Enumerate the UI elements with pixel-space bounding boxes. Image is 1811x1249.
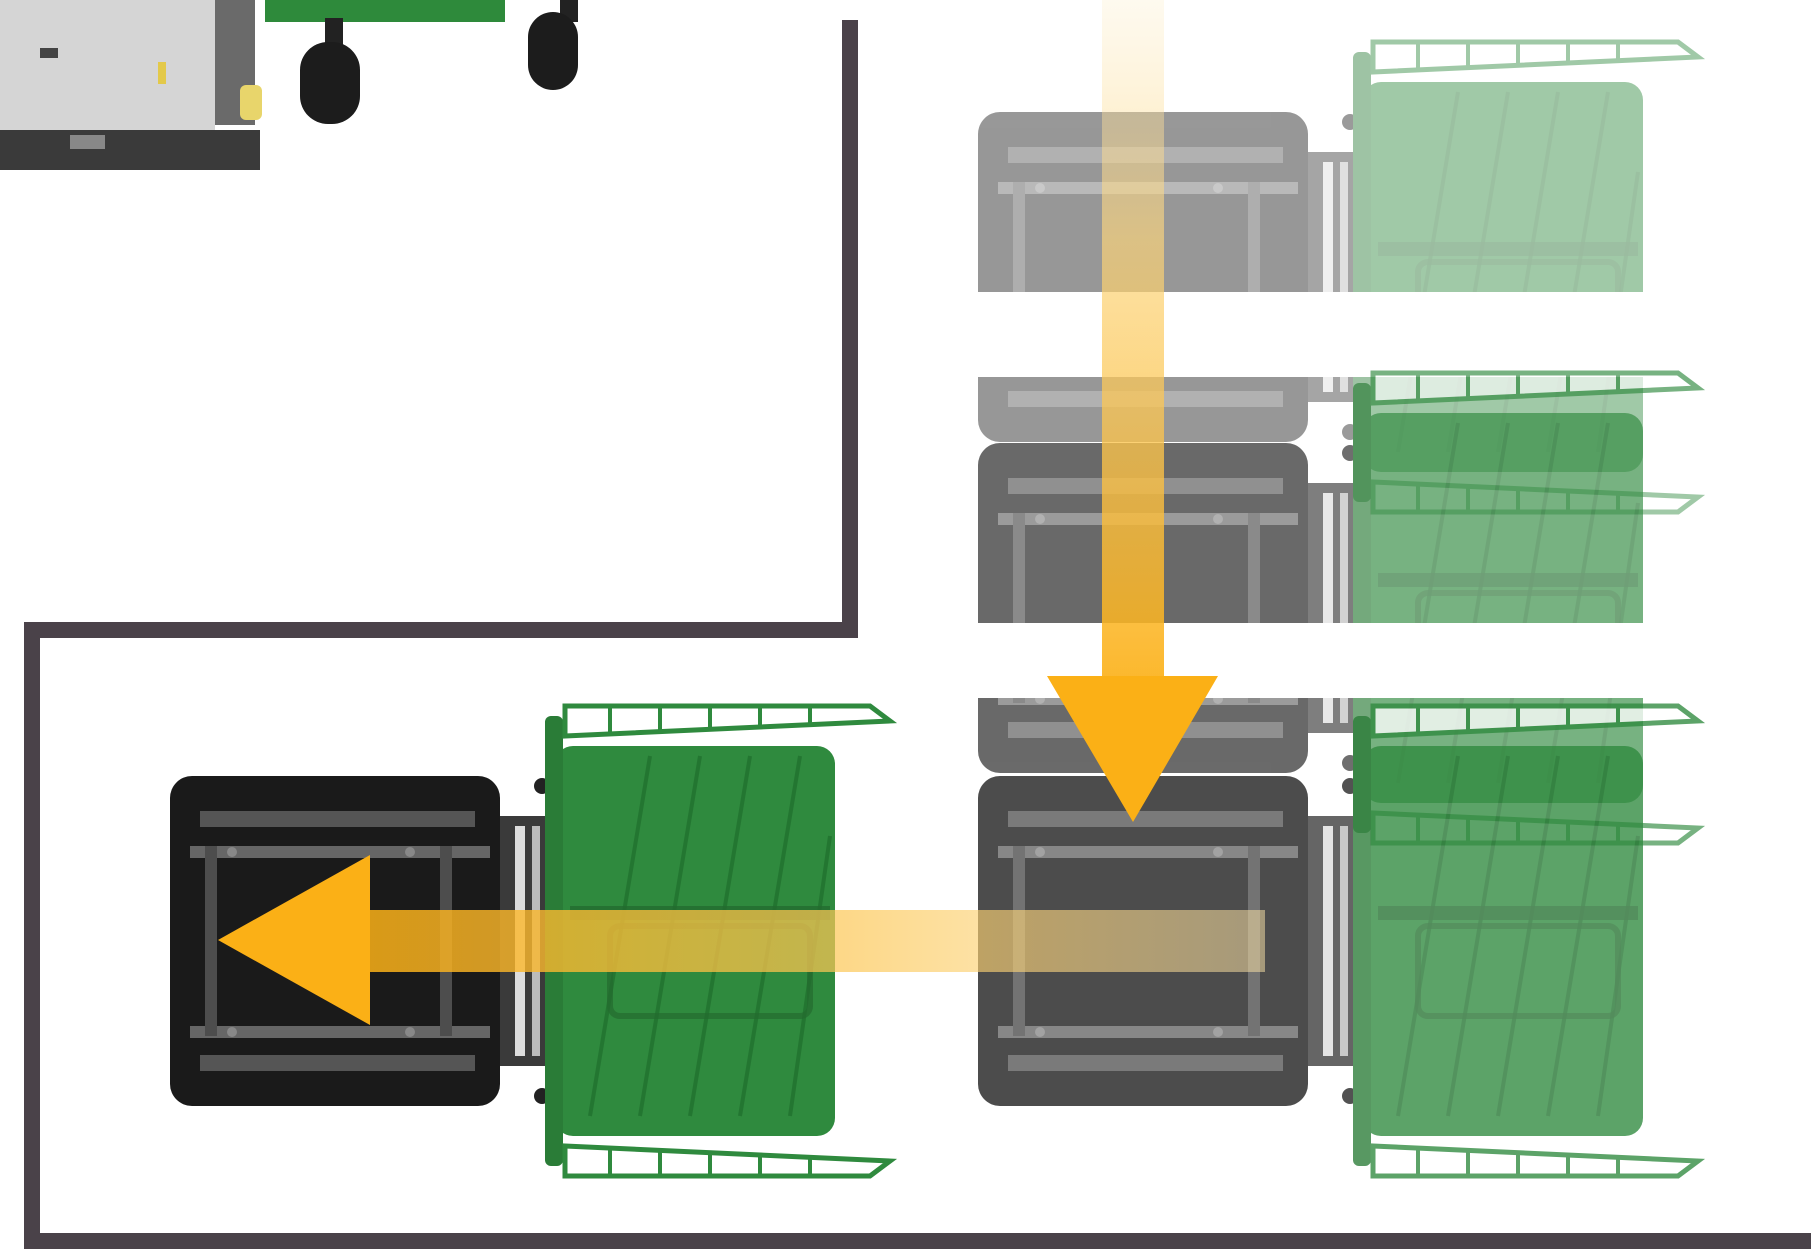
machine-corner-icon [0,0,578,170]
wheel-icon [300,18,360,124]
wheel-icon [528,0,578,90]
